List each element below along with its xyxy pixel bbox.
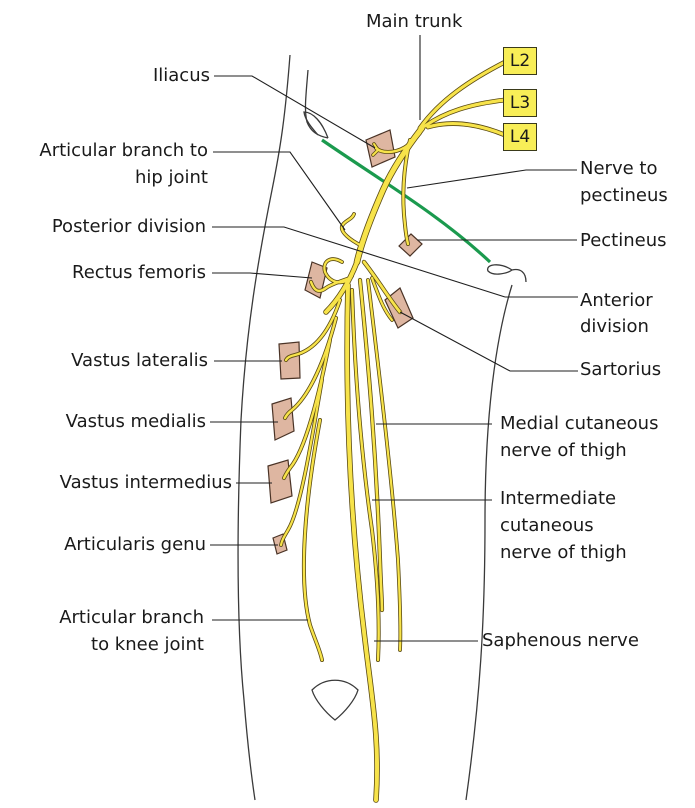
label-articular-knee-line1: Articular branch (59, 606, 204, 629)
label-main-trunk: Main trunk (366, 10, 462, 33)
label-pectineus: Pectineus (580, 229, 667, 252)
label-intermediate-cutaneous-line1: Intermediate (500, 487, 616, 510)
label-nerve-pectineus-line1: Nerve to (580, 157, 657, 180)
muscle-vastus-intermedius (268, 460, 292, 503)
label-rectus-femoris: Rectus femoris (72, 261, 206, 284)
muscle-vastus-medialis (272, 398, 294, 440)
label-medial-cutaneous-line1: Medial cutaneous (500, 412, 658, 435)
label-articular-knee-line2: to knee joint (91, 633, 204, 656)
leader-sartorius (400, 312, 578, 371)
nerve-rectus-loop (324, 259, 352, 282)
label-nerve-pectineus-line2: pectineus (580, 184, 668, 207)
nerve-root-l2 (420, 62, 505, 128)
label-saphenous: Saphenous nerve (482, 629, 639, 652)
label-vastus-intermedius: Vastus intermedius (60, 471, 232, 494)
label-iliacus: Iliacus (153, 64, 210, 87)
label-intermediate-cutaneous-line2: cutaneous (500, 514, 594, 537)
label-vastus-lateralis: Vastus lateralis (71, 349, 208, 372)
nerve-medial-cutaneous-2-outline (368, 280, 400, 650)
muscle-iliacus (366, 130, 395, 167)
label-articularis-genu: Articularis genu (64, 533, 206, 556)
label-anterior-division-line2: division (580, 315, 649, 338)
label-vastus-medialis: Vastus medialis (66, 410, 206, 433)
muscle-vastus-lateralis (279, 342, 300, 379)
leader-nerve-pectineus (407, 170, 577, 188)
leader-rectus-femoris (212, 273, 312, 278)
root-box-l3: L3 (503, 89, 537, 117)
nerve-root-l4 (428, 124, 505, 135)
label-posterior-division: Posterior division (52, 215, 206, 238)
nerve-root-l2-outline (420, 62, 505, 128)
label-sartorius: Sartorius (580, 358, 661, 381)
muscle-pectineus (399, 234, 422, 256)
leader-articular-hip (213, 152, 345, 230)
leader-iliacus (214, 76, 375, 148)
root-box-l2: L2 (503, 47, 537, 75)
label-intermediate-cutaneous-line3: nerve of thigh (500, 541, 627, 564)
label-articular-hip-line1: Articular branch to (39, 139, 208, 162)
root-box-l4: L4 (503, 123, 537, 151)
label-anterior-division-line1: Anterior (580, 289, 653, 312)
label-articular-hip-line2: hip joint (135, 166, 208, 189)
label-medial-cutaneous-line2: nerve of thigh (500, 439, 627, 462)
